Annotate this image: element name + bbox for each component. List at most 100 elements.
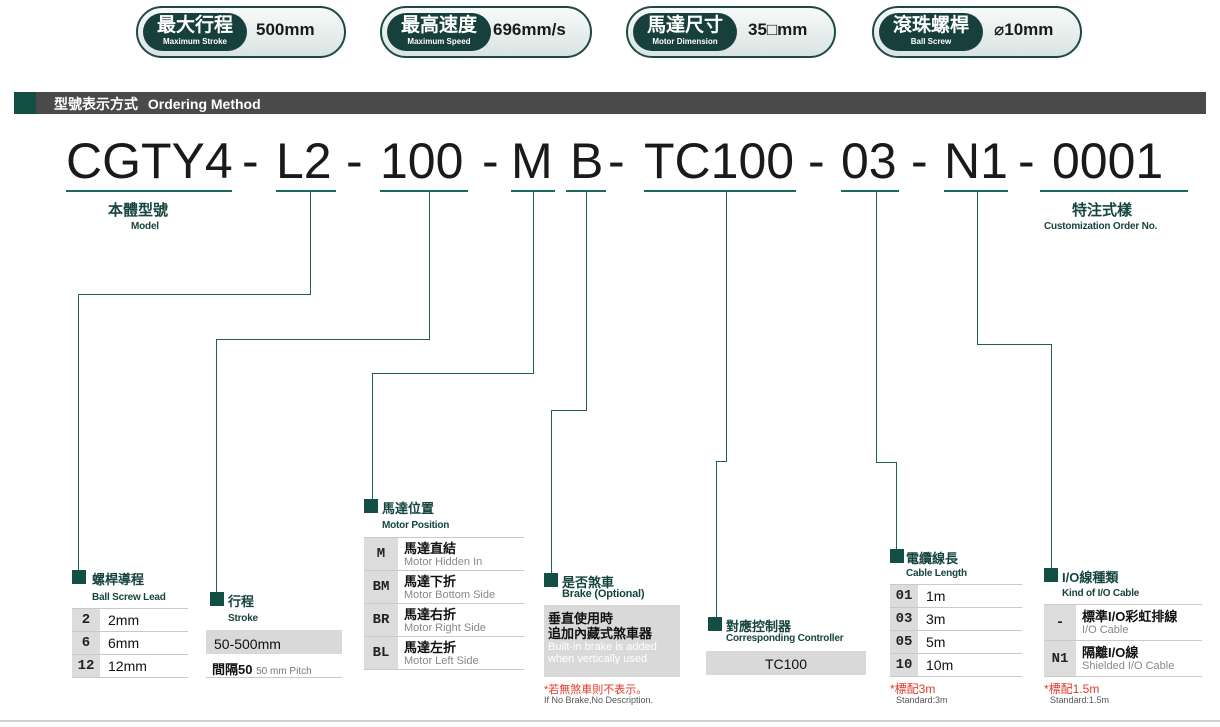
leader-line	[429, 191, 430, 339]
code-io: N1	[944, 133, 1008, 189]
stroke-pitch: 間隔50 50 mm Pitch	[212, 659, 312, 678]
code-sep: -	[608, 133, 625, 189]
underline	[944, 190, 1008, 192]
code-sep: -	[242, 133, 259, 189]
spec-value: 696mm/s	[493, 20, 566, 39]
spec-label-en: Motor Dimension	[652, 37, 718, 46]
leader-line	[78, 294, 79, 570]
code-brake: B	[570, 133, 604, 189]
leader-line	[1051, 344, 1052, 568]
spec-label: 滾珠螺桿	[892, 15, 969, 36]
spec-label: 最大行程	[156, 15, 233, 36]
spec-label-en: Maximum Speed	[407, 37, 471, 46]
lead-square-icon	[72, 570, 86, 584]
underline	[380, 190, 468, 192]
underline	[841, 190, 899, 192]
code-lead: L2	[276, 133, 332, 189]
code-model: CGTY4	[66, 133, 233, 189]
stroke-pitch-zh: 間隔50	[212, 662, 253, 677]
spec-value: 35□mm	[748, 20, 808, 39]
brake-title-en: Brake (Optional)	[562, 588, 645, 600]
code-sep: -	[911, 133, 928, 189]
brake-title: 是否煞車	[562, 575, 615, 590]
spec-value: 500mm	[256, 20, 315, 39]
spec-motor-dimension: 馬達尺寸 Motor Dimension 35□mm	[626, 6, 836, 58]
custom-label: 特注式樣	[1072, 202, 1133, 219]
leader-line	[372, 373, 373, 500]
leader-line	[977, 344, 1052, 345]
code-sep: -	[346, 133, 363, 189]
controller-square-icon	[708, 617, 722, 631]
leader-line	[216, 339, 430, 340]
cable-square-icon	[890, 549, 904, 563]
io-note-en: Standard:1.5m	[1050, 695, 1110, 705]
spec-max-speed: 最高速度 Maximum Speed 696mm/s	[380, 6, 592, 58]
code-sep: -	[1018, 133, 1035, 189]
cable-title: 電纜線長	[906, 551, 959, 566]
motor-title: 馬達位置	[382, 501, 435, 516]
motor-square-icon	[364, 499, 378, 513]
underline	[644, 190, 796, 192]
code-stroke: 100	[380, 133, 464, 189]
code-cable: 03	[841, 133, 897, 189]
stroke-pitch-en: 50 mm Pitch	[256, 666, 312, 677]
leader-line	[716, 461, 727, 462]
section-title-zh: 型號表示方式	[54, 96, 138, 112]
code-sep: -	[808, 133, 825, 189]
cable-title-en: Cable Length	[906, 568, 967, 579]
leader-line	[216, 339, 217, 592]
cable-note-en: Standard:3m	[896, 695, 948, 705]
leader-line	[533, 191, 534, 373]
section-title-en: Ordering Method	[147, 96, 261, 112]
leader-line	[977, 191, 978, 344]
spec-value: ⌀10mm	[994, 20, 1054, 39]
spec-label-en: Maximum Stroke	[162, 37, 228, 46]
leader-line	[876, 191, 877, 462]
io-title: I/O線種類	[1062, 570, 1119, 585]
spec-label: 馬達尺寸	[646, 15, 723, 36]
controller-title-en: Corresponding Controller	[726, 633, 844, 644]
spec-ball-screw: 滾珠螺桿 Ball Screw ⌀10mm	[872, 6, 1082, 58]
leader-line	[551, 410, 552, 573]
stroke-range: 50-500mm	[206, 630, 342, 654]
lead-title: 螺桿導程	[92, 572, 145, 587]
leader-line	[586, 191, 587, 410]
code-custom: 0001	[1052, 133, 1164, 189]
lead-title-en: Ball Screw Lead	[92, 592, 166, 603]
io-note: *標配1.5m	[1044, 682, 1100, 696]
model-label-en: Model	[131, 221, 159, 232]
underline	[66, 190, 232, 192]
underline	[276, 190, 336, 192]
header-square-icon	[14, 92, 36, 114]
custom-label-en: Customization Order No.	[1044, 221, 1158, 232]
underline	[1040, 190, 1188, 192]
section-header: 型號表示方式 Ordering Method	[14, 92, 1206, 114]
stroke-square-icon	[210, 592, 224, 606]
code-sep: -	[482, 133, 499, 189]
divider	[206, 677, 342, 678]
model-label: 本體型號	[108, 202, 169, 219]
stroke-title: 行程	[228, 594, 255, 609]
leader-line	[726, 191, 727, 461]
brake-note-en: If No Brake,No Description.	[544, 695, 654, 705]
spec-max-stroke: 最大行程 Maximum Stroke 500mm	[136, 6, 346, 58]
stroke-title-en: Stroke	[228, 613, 258, 624]
footer-rule	[0, 720, 1220, 722]
io-title-en: Kind of I/O Cable	[1062, 588, 1140, 599]
leader-line	[310, 191, 311, 294]
spec-label-en: Ball Screw	[910, 37, 952, 46]
leader-line	[876, 462, 897, 463]
